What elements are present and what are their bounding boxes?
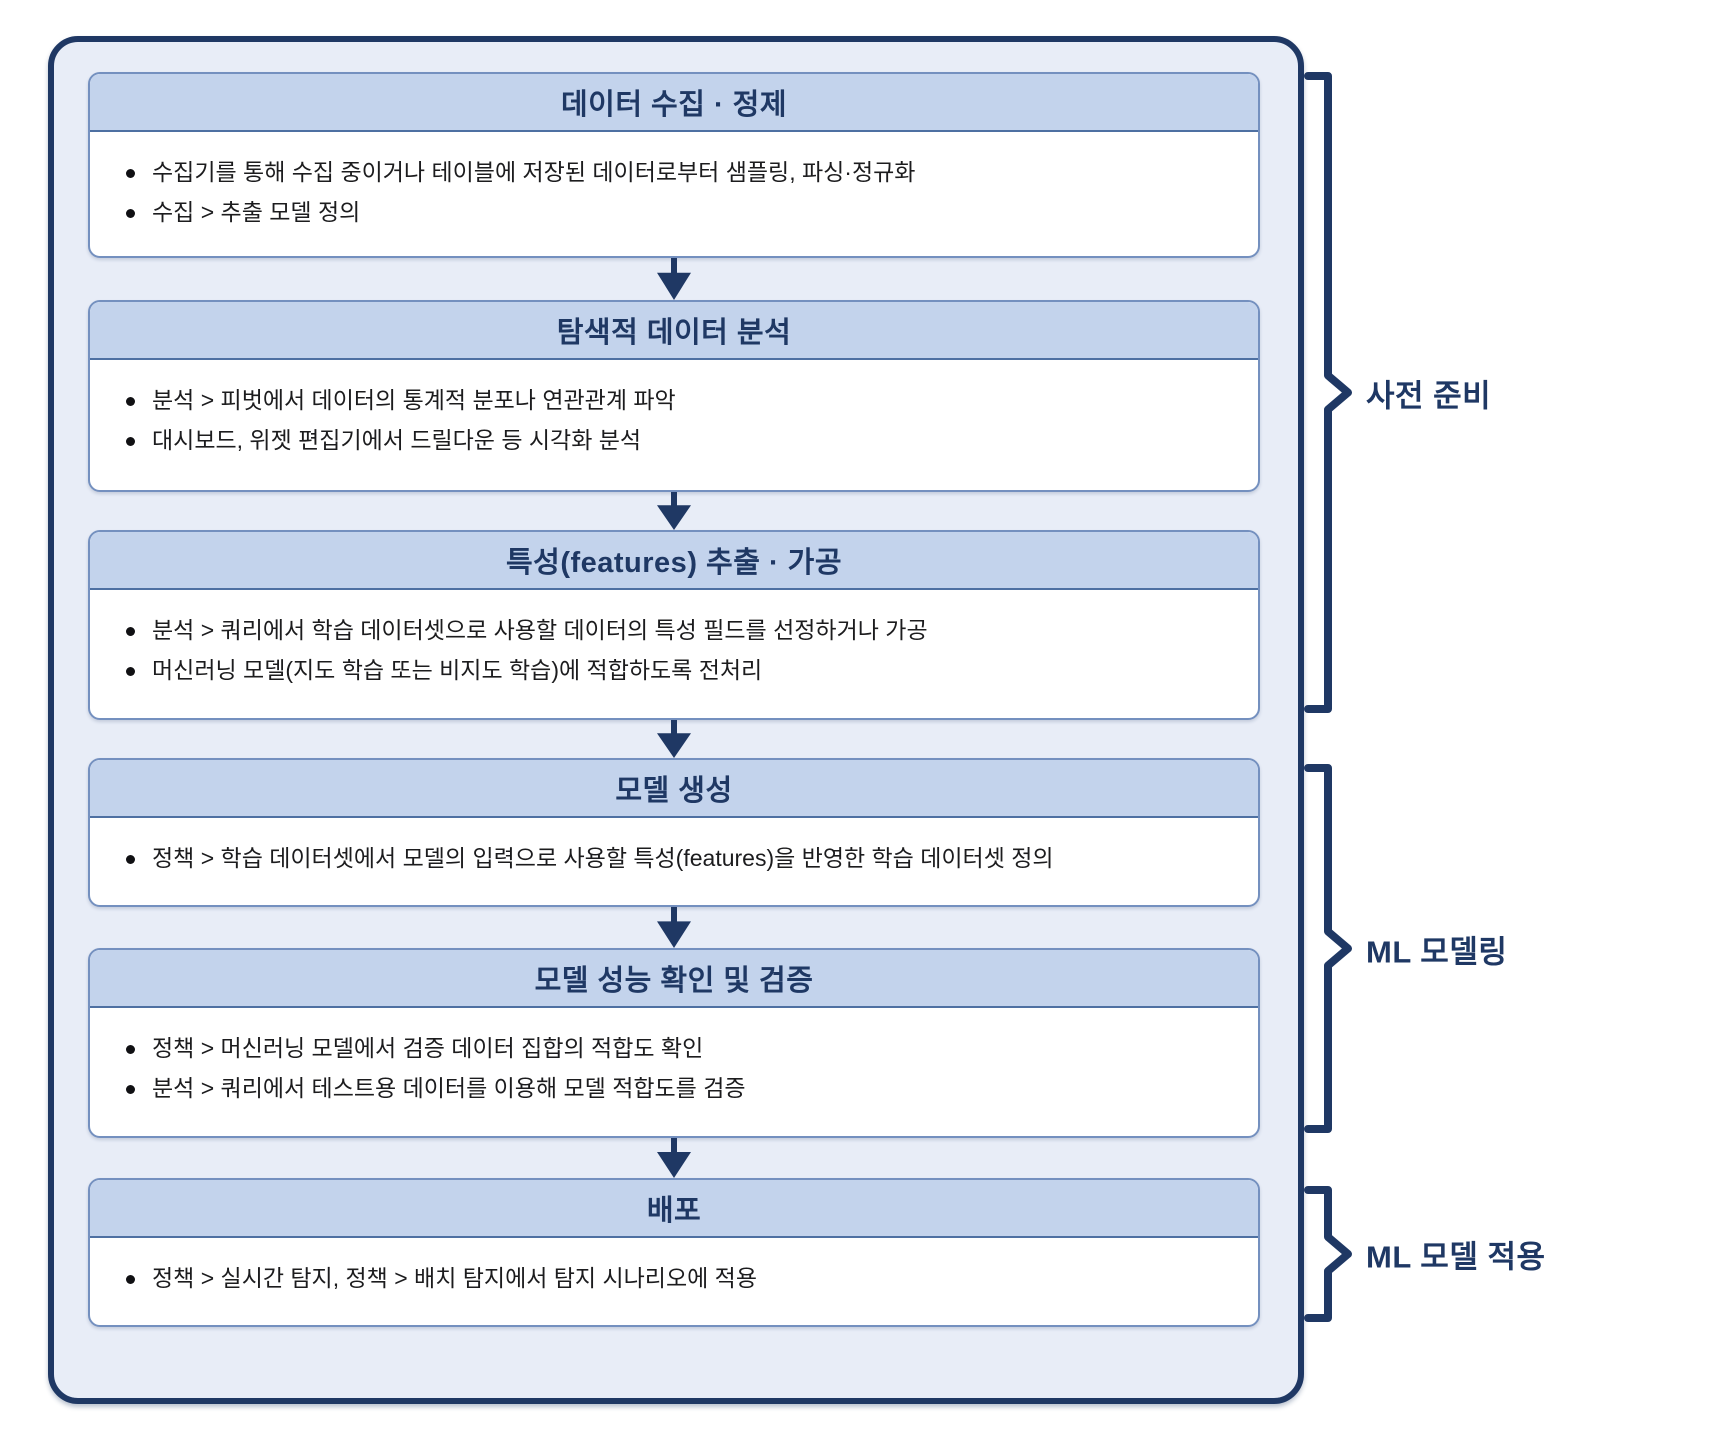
step-bullet: 분석 > 피벗에서 데이터의 통계적 분포나 연관관계 파악 xyxy=(112,382,1228,419)
step-bullet: 정책 > 실시간 탐지, 정책 > 배치 탐지에서 탐지 시나리오에 적용 xyxy=(112,1260,1228,1297)
step-bullet: 대시보드, 위젯 편집기에서 드릴다운 등 시각화 분석 xyxy=(112,422,1228,459)
step-bullet-list: 분석 > 쿼리에서 학습 데이터셋으로 사용할 데이터의 특성 필드를 선정하거… xyxy=(112,612,1228,689)
step-body: 정책 > 실시간 탐지, 정책 > 배치 탐지에서 탐지 시나리오에 적용 xyxy=(90,1238,1258,1297)
step-body: 수집기를 통해 수집 중이거나 테이블에 저장된 데이터로부터 샘플링, 파싱·… xyxy=(90,132,1258,231)
step-bullet: 분석 > 쿼리에서 테스트용 데이터를 이용해 모델 적합도를 검증 xyxy=(112,1070,1228,1107)
arrow-down-icon xyxy=(657,907,691,948)
step-bullet: 정책 > 머신러닝 모델에서 검증 데이터 집합의 적합도 확인 xyxy=(112,1030,1228,1067)
step-header: 모델 성능 확인 및 검증 xyxy=(90,950,1258,1008)
step-bullet: 정책 > 학습 데이터셋에서 모델의 입력으로 사용할 특성(features)… xyxy=(112,840,1228,877)
phase-bracket-icon xyxy=(1304,764,1352,1133)
step-header: 특성(features) 추출 · 가공 xyxy=(90,532,1258,590)
step-header: 데이터 수집 · 정제 xyxy=(90,74,1258,132)
step-bullet: 수집기를 통해 수집 중이거나 테이블에 저장된 데이터로부터 샘플링, 파싱·… xyxy=(112,154,1228,191)
step-header: 모델 생성 xyxy=(90,760,1258,818)
phase-bracket-icon xyxy=(1304,1186,1352,1322)
phase-bracket-icon xyxy=(1304,72,1352,713)
step-title: 탐색적 데이터 분석 xyxy=(556,317,792,349)
arrow-down-icon xyxy=(657,258,691,300)
step-body: 정책 > 학습 데이터셋에서 모델의 입력으로 사용할 특성(features)… xyxy=(90,818,1258,877)
step-bullet: 머신러닝 모델(지도 학습 또는 비지도 학습)에 적합하도록 전처리 xyxy=(112,652,1228,689)
step-bullet-list: 수집기를 통해 수집 중이거나 테이블에 저장된 데이터로부터 샘플링, 파싱·… xyxy=(112,154,1228,231)
step-header: 탐색적 데이터 분석 xyxy=(90,302,1258,360)
phase-label-3: ML 모델 적용 xyxy=(1366,1239,1546,1275)
step-title: 특성(features) 추출 · 가공 xyxy=(505,547,843,579)
step-body: 분석 > 쿼리에서 학습 데이터셋으로 사용할 데이터의 특성 필드를 선정하거… xyxy=(90,590,1258,689)
step-bullet: 분석 > 쿼리에서 학습 데이터셋으로 사용할 데이터의 특성 필드를 선정하거… xyxy=(112,612,1228,649)
step-bullet: 수집 > 추출 모델 정의 xyxy=(112,194,1228,231)
step-title: 데이터 수집 · 정제 xyxy=(560,89,788,121)
step-bullet-list: 정책 > 실시간 탐지, 정책 > 배치 탐지에서 탐지 시나리오에 적용 xyxy=(112,1260,1228,1297)
phase-label-1: 사전 준비 xyxy=(1366,378,1492,413)
step-title: 모델 생성 xyxy=(615,775,733,807)
step-bullet-list: 정책 > 학습 데이터셋에서 모델의 입력으로 사용할 특성(features)… xyxy=(112,840,1228,877)
step-title: 배포 xyxy=(646,1195,702,1227)
step-header: 배포 xyxy=(90,1180,1258,1238)
arrow-down-icon xyxy=(657,1138,691,1178)
arrow-down-icon xyxy=(657,720,691,758)
arrow-down-icon xyxy=(657,492,691,530)
phase-label-2: ML 모델링 xyxy=(1366,934,1508,969)
step-title: 모델 성능 확인 및 검증 xyxy=(534,965,814,997)
